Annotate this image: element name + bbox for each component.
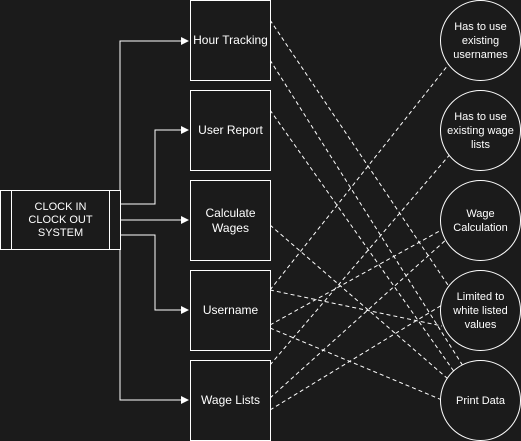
module-user-report: User Report (190, 90, 271, 171)
module-calculate-wages: Calculate Wages (190, 180, 271, 261)
system-node-left-rule (11, 191, 12, 249)
module-wage-lists-label: Wage Lists (201, 393, 260, 407)
link-user-report-to-print-data (269, 109, 461, 381)
link-username-to-usernames (269, 59, 453, 291)
constraint-white-listed-values: Limited to white listed values (440, 270, 521, 351)
module-hour-tracking-label: Hour Tracking (193, 33, 268, 47)
constraint-existing-wage-lists-label: Has to use existing wage lists (447, 110, 514, 151)
link-wage-lists-to-wage-lists-constraint (269, 151, 453, 366)
link-username-to-limited (269, 289, 443, 327)
link-calculate-wages-to-print-data (269, 224, 456, 386)
constraint-existing-wage-lists: Has to use existing wage lists (440, 90, 521, 171)
link-hour-tracking-to-limited (269, 19, 459, 301)
constraint-existing-usernames-label: Has to use existing usernames (453, 20, 508, 61)
constraint-wage-calculation-label: Wage Calculation (453, 207, 508, 234)
module-username-label: Username (202, 303, 259, 317)
system-node-right-rule (109, 191, 110, 249)
module-username: Username (190, 270, 271, 351)
arrow-system-to-hour-tracking (119, 37, 189, 200)
constraint-wage-calculation: Wage Calculation (440, 180, 521, 261)
arrow-system-to-user-report (120, 126, 189, 205)
system-node-label: CLOCK IN CLOCK OUT SYSTEM (28, 200, 93, 239)
link-wage-lists-to-wage-calculation (269, 237, 449, 399)
link-username-to-wage-calculation (269, 227, 446, 326)
system-node: CLOCK IN CLOCK OUT SYSTEM (0, 190, 121, 250)
constraint-print-data: Print Data (440, 360, 521, 441)
arrow-system-to-username (120, 234, 189, 314)
constraint-existing-usernames: Has to use existing usernames (440, 0, 521, 81)
link-username-to-print-data (269, 327, 443, 401)
link-hour-tracking-to-print-data (269, 59, 476, 386)
arrow-system-to-wage-lists (119, 240, 189, 404)
module-hour-tracking: Hour Tracking (190, 0, 271, 81)
constraint-print-data-label: Print Data (456, 394, 505, 407)
module-user-report-label: User Report (198, 123, 263, 137)
module-calculate-wages-label: Calculate Wages (205, 205, 256, 235)
constraint-white-listed-values-label: Limited to white listed values (453, 290, 508, 331)
module-wage-lists: Wage Lists (190, 360, 271, 441)
link-wage-lists-to-limited (269, 304, 443, 411)
